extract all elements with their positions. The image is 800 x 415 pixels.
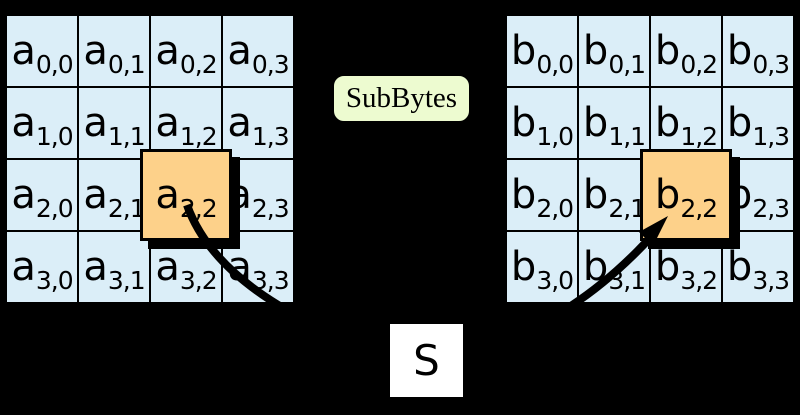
subbytes-label-box: SubBytes <box>332 74 471 123</box>
sbox: S <box>390 324 463 397</box>
sbox-label: S <box>413 336 440 385</box>
subbytes-label: SubBytes <box>345 82 458 114</box>
